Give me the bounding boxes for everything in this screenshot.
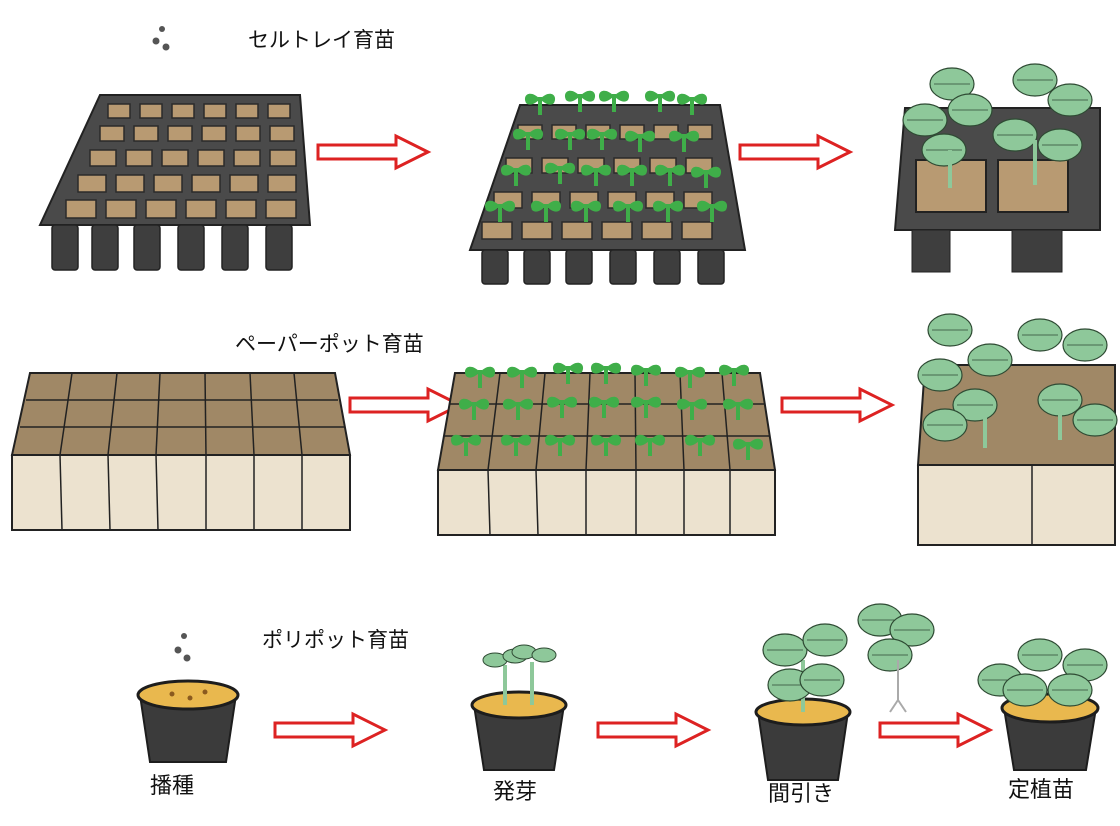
poly-pot-thinning	[754, 603, 935, 781]
poly-pot-sowing	[136, 679, 240, 763]
arrow-icon	[596, 712, 710, 748]
arrow-icon	[273, 712, 387, 748]
paper-pot-sprouted	[436, 360, 777, 536]
cell-tray-grown	[893, 63, 1101, 273]
cell-tray-title: セルトレイ育苗	[248, 28, 395, 52]
seed-icon	[152, 26, 170, 51]
stage-label-sowing: 播種	[150, 774, 195, 799]
stage-label-germination: 発芽	[493, 780, 538, 805]
leaf-icon	[482, 644, 557, 668]
arrow-icon	[738, 134, 852, 170]
poly-pot-title: ポリポット育苗	[262, 628, 409, 652]
leaf-icon	[977, 638, 1108, 707]
paper-pot-grown	[916, 313, 1118, 546]
poly-pot-transplant	[977, 638, 1108, 771]
paper-pot-title: ペーパーポット育苗	[235, 332, 424, 356]
arrow-icon	[348, 387, 462, 423]
seed-icon	[174, 633, 191, 662]
leaf-icon	[762, 603, 935, 702]
arrow-icon	[878, 712, 992, 748]
stage-label-thinning: 間引き	[768, 782, 835, 807]
cell-tray-sprouted	[468, 88, 747, 285]
cell-tray-empty	[38, 94, 312, 271]
arrow-icon	[316, 134, 430, 170]
arrow-icon	[780, 387, 894, 423]
paper-pot-empty	[10, 372, 352, 531]
stage-label-transplant: 定植苗	[1008, 778, 1075, 803]
poly-pot-germination	[470, 644, 568, 771]
